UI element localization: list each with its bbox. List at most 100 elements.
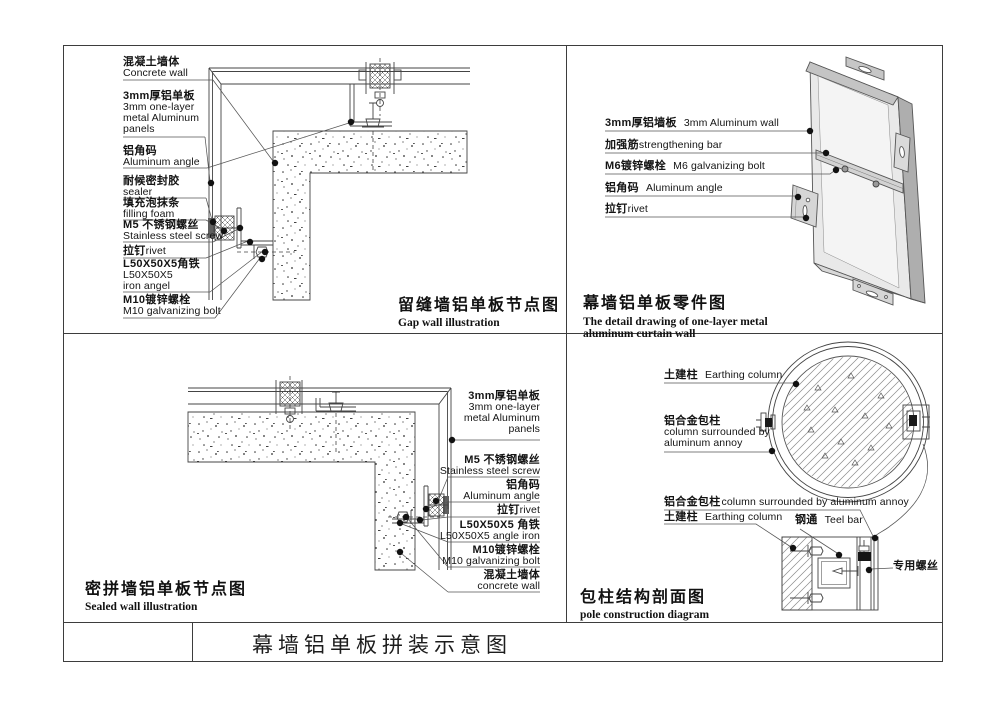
label-gap-concrete-wall: 混凝土墙体 Concrete wall xyxy=(123,57,215,79)
label-pole-special-screw: 专用螺丝 xyxy=(893,561,953,572)
label-en: rivet xyxy=(519,504,540,516)
label-cn: 混凝土墙体 xyxy=(483,569,540,581)
label-sealed-angle: 铝角码 Aluminum angle xyxy=(440,480,540,502)
gap-wall-leaders xyxy=(123,79,355,319)
label-sealed-screw: M5 不锈钢螺丝 Stainless steel screw xyxy=(430,455,540,477)
label-en: Aluminum angle xyxy=(463,490,540,502)
sealed-wall-drawing xyxy=(187,376,452,571)
label-sealed-panel: 3mm厚铝单板 3mm one-layer metal Aluminum pan… xyxy=(445,391,540,435)
label-cn: 钢通 xyxy=(795,514,818,526)
pole-leaders xyxy=(664,380,894,574)
label-cn: 加强筋 xyxy=(605,139,639,151)
label-pole-steel-tube: 钢通 Teel bar xyxy=(795,515,863,526)
label-en: M10 galvanizing bolt xyxy=(442,555,540,567)
label-pole-earthing-2: 土建柱 Earthing column xyxy=(664,512,782,523)
label-en: rivet xyxy=(627,203,648,215)
label-cn: 3mm厚铝单板 xyxy=(468,390,540,402)
label-cn: 铝合金包柱 xyxy=(664,415,721,427)
title-en: aluminum curtain wall xyxy=(583,328,696,340)
sealed-wall-title: 密拼墙铝单板节点图 Sealed wall illustration xyxy=(85,575,247,613)
label-en: 3mm one-layer metal Aluminum panels xyxy=(463,401,540,435)
label-pole-earthing-1: 土建柱 Earthing column xyxy=(664,370,782,381)
label-en: L50X50X5 iron angel xyxy=(123,269,173,292)
concrete-wall-section xyxy=(187,411,416,571)
label-gap-angle-iron: L50X50X5角铁 L50X50X5 iron angel xyxy=(123,259,218,292)
concrete-wall-section xyxy=(272,130,468,301)
label-en: Stainless steel screw xyxy=(123,230,224,242)
label-en: column surrounded by aluminum annoy xyxy=(664,426,770,449)
label-pole-wrap-2: 铝合金包柱column surrounded by aluminum annoy xyxy=(664,497,934,508)
pole-drawing xyxy=(756,341,930,611)
label-part-angle: 铝角码 Aluminum angle xyxy=(605,183,723,194)
gap-wall-title: 留缝墙铝单板节点图 Gap wall illustration xyxy=(398,291,560,329)
label-cn: 拉钉 xyxy=(123,245,146,257)
label-en: Earthing column xyxy=(704,369,783,381)
label-en: Aluminum angle xyxy=(645,182,723,194)
steel-tube xyxy=(817,557,851,589)
label-en: concrete wall xyxy=(477,580,540,592)
panel-part-leaders xyxy=(605,127,840,222)
label-en: Concrete wall xyxy=(123,67,188,79)
label-cn: 3mm厚铝墙板 xyxy=(605,117,677,129)
label-part-wall: 3mm厚铝墙板 3mm Aluminum wall xyxy=(605,118,779,129)
label-en: Teel bar xyxy=(824,514,863,526)
label-cn: 土建柱 xyxy=(664,511,698,523)
label-en: 3mm one-layer metal Aluminum panels xyxy=(123,101,200,135)
label-cn: M5 不锈钢螺丝 xyxy=(464,454,540,466)
title-cn: 幕墙铝单板零件图 xyxy=(583,295,728,312)
label-en: 3mm Aluminum wall xyxy=(683,117,779,129)
label-sealed-concrete: 混凝土墙体 concrete wall xyxy=(450,570,540,592)
title-cn: 留缝墙铝单板节点图 xyxy=(398,297,561,314)
label-cn: 铝角码 xyxy=(605,182,639,194)
label-en: rivet xyxy=(145,245,166,257)
label-cn: 土建柱 xyxy=(664,369,698,381)
label-cn: M10镀锌螺栓 xyxy=(472,544,540,556)
panel-part-title: 幕墙铝单板零件图 The detail drawing of one-layer… xyxy=(583,289,768,340)
label-cn: 铝合金包柱 xyxy=(664,496,721,508)
label-part-rivet: 拉钉rivet xyxy=(605,204,648,215)
label-cn: 专用螺丝 xyxy=(893,560,939,572)
label-part-bar: 加强筋strengthening bar xyxy=(605,140,722,151)
label-cn: M10镀锌螺栓 xyxy=(123,294,191,306)
label-pole-wrap-1: 铝合金包柱 column surrounded by aluminum anno… xyxy=(664,416,776,449)
label-gap-screw: M5 不锈钢螺丝 Stainless steel screw xyxy=(123,220,243,242)
panel-part-drawing xyxy=(790,56,926,306)
label-cn: L50X50X5 角铁 xyxy=(459,519,540,531)
label-gap-sealer: 耐候密封胶 sealer xyxy=(123,176,215,198)
label-cn: M5 不锈钢螺丝 xyxy=(123,219,199,231)
pole-title: 包柱结构剖面图 pole construction diagram xyxy=(580,583,709,621)
sealed-wall-leaders xyxy=(396,436,540,593)
label-cn: 拉钉 xyxy=(497,504,520,516)
title-en: pole construction diagram xyxy=(580,609,710,621)
title-en: The detail drawing of one-layer metal xyxy=(583,316,768,328)
label-cn: 混凝土墙体 xyxy=(123,56,180,68)
label-cn: L50X50X5角铁 xyxy=(123,258,200,270)
title-cn: 密拼墙铝单板节点图 xyxy=(85,581,248,598)
gap-wall-drawing xyxy=(208,58,470,301)
label-en: M6 galvanizing bolt xyxy=(673,160,765,172)
label-en: Stainless steel screw xyxy=(439,465,540,477)
label-sealed-rivet: 拉钉rivet xyxy=(440,505,540,516)
label-cn: 铝角码 xyxy=(123,145,157,157)
label-cn: M6镀锌螺栓 xyxy=(605,160,667,172)
label-gap-foam: 填充泡抹条 filling foam xyxy=(123,198,215,220)
label-en: strengthening bar xyxy=(638,139,723,151)
label-cn: 3mm厚铝单板 xyxy=(123,90,195,102)
label-gap-bolt: M10镀锌螺栓 M10 galvanizing bolt xyxy=(123,295,243,317)
label-en: filling foam xyxy=(123,208,175,220)
label-gap-rivet: 拉钉rivet xyxy=(123,246,215,257)
label-sealed-bolt: M10镀锌螺栓 M10 galvanizing bolt xyxy=(430,545,540,567)
title-en: Gap wall illustration xyxy=(398,317,500,329)
label-en: Aluminum angle xyxy=(123,156,200,168)
label-cn: 填充泡抹条 xyxy=(123,197,180,209)
label-en: column surrounded by aluminum annoy xyxy=(721,496,909,508)
label-cn: 耐候密封胶 xyxy=(123,175,180,187)
label-cn: 拉钉 xyxy=(605,203,628,215)
label-en: L50X50X5 angle iron xyxy=(440,530,540,542)
sheet-title: 幕墙铝单板拼装示意图 xyxy=(252,634,512,657)
label-en: M10 galvanizing bolt xyxy=(123,305,221,317)
title-en: Sealed wall illustration xyxy=(85,601,198,613)
label-en: sealer xyxy=(123,186,153,198)
